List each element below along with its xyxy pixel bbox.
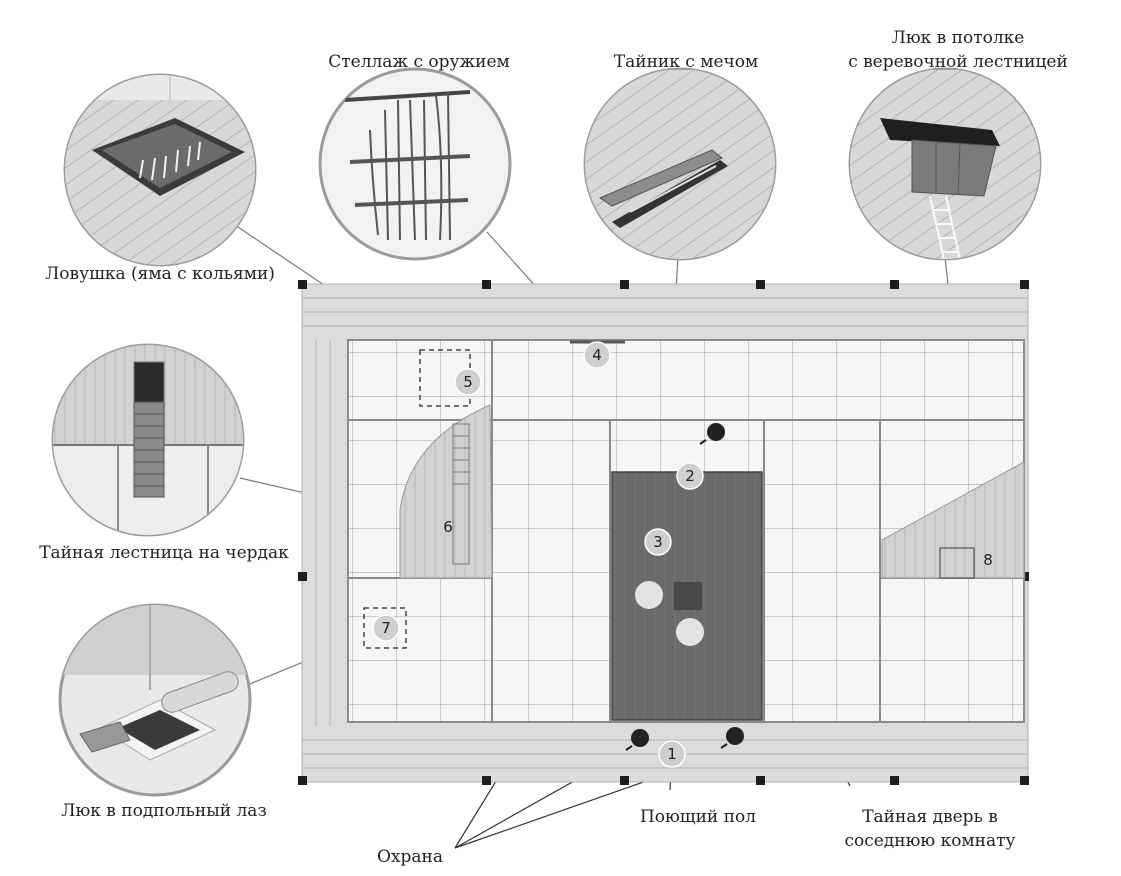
weapons-rack-detail-circle: [318, 67, 512, 261]
secret-stairs-detail-circle: [51, 343, 245, 537]
label-guards: Охрана: [377, 847, 443, 867]
floor-hatch: [363, 607, 407, 649]
marker-2: 2: [676, 462, 704, 490]
trap-pit: [419, 349, 471, 407]
svg-text:7: 7: [381, 619, 391, 637]
label-secret-door-line1: Тайная дверь в: [862, 807, 998, 827]
guard-icon: [625, 729, 649, 751]
label-singing-floor: Поющий пол: [640, 807, 756, 827]
marker-8: 8: [983, 551, 993, 569]
stair-steps: [453, 435, 469, 485]
round-cushion: [676, 618, 704, 646]
ceiling-hatch-detail-circle: [848, 67, 1042, 261]
marker-4: 4: [583, 341, 611, 369]
sword-cache-detail-circle: [583, 67, 777, 261]
label-floor-hatch: Люк в подпольный лаз: [61, 801, 266, 821]
labels: Стеллаж с оружием Тайник с мечом Люк в п…: [39, 28, 1068, 867]
ceiling-hatch-area: [881, 461, 1025, 579]
svg-text:8: 8: [983, 551, 993, 569]
label-sword-cache: Тайник с мечом: [614, 52, 758, 72]
label-ceiling-hatch-line1: Люк в потолке: [892, 28, 1025, 48]
floor-hatch-detail-circle: [58, 603, 252, 797]
svg-text:6: 6: [443, 518, 453, 536]
stair-ladder: [452, 423, 470, 565]
marker-3: 3: [644, 528, 672, 556]
label-weapons-rack: Стеллаж с оружием: [328, 52, 510, 72]
trap-detail-circle: [63, 73, 257, 267]
ceiling-hatch: [939, 547, 975, 579]
label-trap: Ловушка (яма с кольями): [45, 264, 275, 284]
number-markers: 1 2 3 4 5 6 7 8: [372, 341, 993, 768]
marker-1: 1: [658, 740, 686, 768]
square-table: [674, 582, 702, 610]
marker-5: 5: [454, 368, 482, 396]
svg-text:4: 4: [592, 346, 602, 364]
guard-icon: [699, 423, 725, 445]
round-cushion: [635, 581, 663, 609]
label-secret-door-line2: соседнюю комнату: [844, 831, 1015, 851]
veranda-planks: [302, 297, 1028, 769]
svg-text:1: 1: [667, 745, 677, 763]
svg-text:3: 3: [653, 533, 663, 551]
marker-7: 7: [372, 614, 400, 642]
marker-6: 6: [443, 518, 453, 536]
svg-text:2: 2: [685, 467, 695, 485]
guard-icon: [720, 727, 744, 749]
label-ceiling-hatch-line2: с веревочной лестницей: [848, 52, 1068, 72]
svg-text:5: 5: [463, 373, 473, 391]
label-secret-stairs: Тайная лестница на чердак: [39, 543, 289, 563]
